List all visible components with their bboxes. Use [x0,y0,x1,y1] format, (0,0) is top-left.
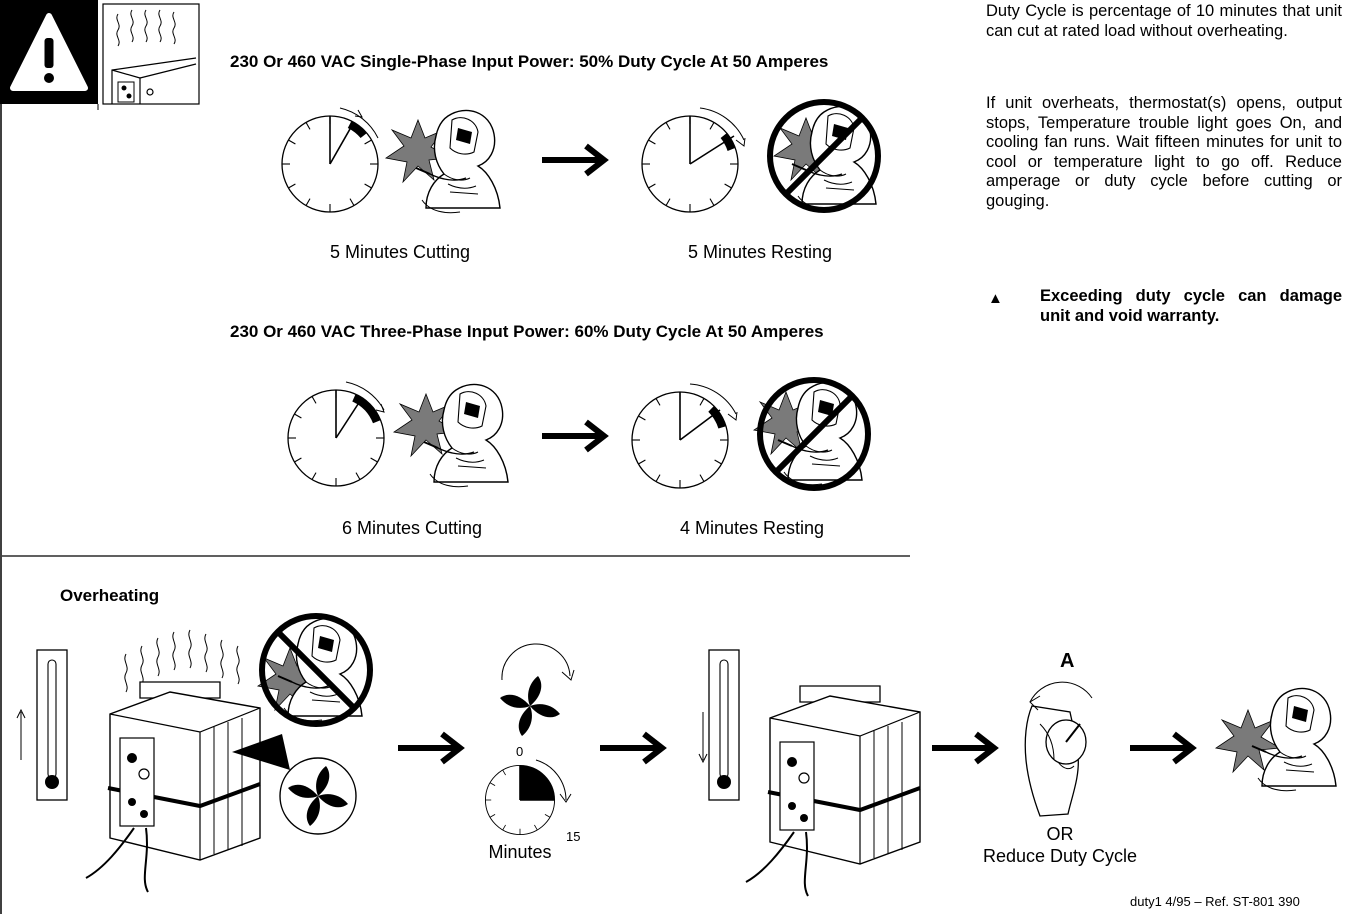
timer-end-label: 15 [566,829,581,844]
arrow-icon [542,146,604,174]
no-welding-icon [257,613,373,727]
cooling-fan-icon [500,643,575,736]
no-welding-icon [767,99,881,213]
welding-machine-cool [744,684,922,898]
or-label: OR [1046,824,1074,844]
section2-cutting-caption: 6 Minutes Cutting [341,518,483,538]
clock-resting-50 [641,107,746,213]
clock-cutting-50 [281,107,379,213]
internal-fan-callout [232,734,357,835]
hot-machine-icon [102,3,200,105]
no-welding-icon [753,377,871,491]
arrow-icon [1130,734,1192,762]
welder-cutting-icon [393,383,509,488]
timer-15-minutes-icon [484,759,572,836]
section2-resting-caption: 4 Minutes Resting [679,518,825,538]
warning-bullet-icon: ▲ [988,290,1003,307]
amperage-knob-icon [1024,681,1093,817]
arrow-icon [398,734,460,762]
timer-minutes-label: Minutes [488,842,552,862]
section1-resting-caption: 5 Minutes Resting [687,242,833,262]
arrow-icon [932,734,994,762]
arrow-icon [542,422,604,450]
thermometer-rising-icon [16,649,68,801]
duty-cycle-definition: Duty Cycle is percentage of 10 minutes t… [986,2,1342,40]
timer-start-label: 0 [516,744,524,759]
welding-machine-hot [84,680,262,894]
arrow-icon [600,734,662,762]
section2-heading: 230 Or 460 VAC Three-Phase Input Power: … [230,322,824,341]
reduce-duty-cycle-label: Reduce Duty Cycle [982,846,1138,866]
section1-heading: 230 Or 460 VAC Single-Phase Input Power:… [230,52,829,71]
welder-cutting-icon [385,109,501,214]
warning-triangle-icon [0,0,98,104]
thermometer-falling-icon [698,649,740,801]
reference-number: duty1 4/95 – Ref. ST-801 390 [1130,894,1300,909]
duty-cycle-warning: Exceeding duty cycle can damage unit and… [1040,287,1342,325]
overheat-explanation: If unit overheats, thermostat(s) opens, … [986,94,1342,210]
welder-cutting-icon [1215,687,1337,792]
clock-resting-40 [631,383,738,489]
clock-cutting-60 [287,381,385,487]
section1-cutting-caption: 5 Minutes Cutting [329,242,471,262]
knob-callout-label: A [1060,650,1075,672]
heat-waves [124,629,240,693]
overheating-heading: Overheating [60,586,160,605]
